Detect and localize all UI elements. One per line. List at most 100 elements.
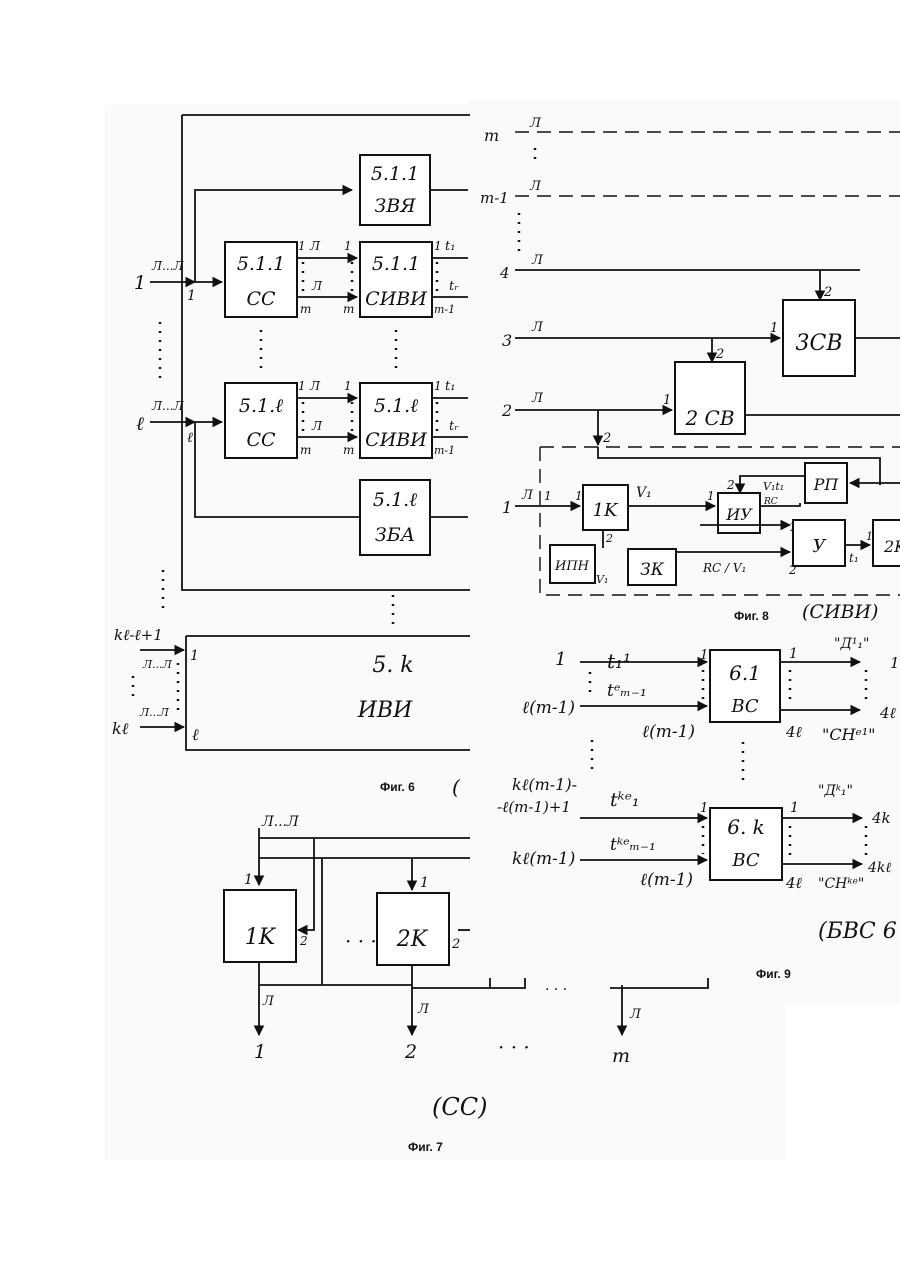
fig8-rc-label: RC xyxy=(763,497,778,507)
fig8-input-4-pulse: Л xyxy=(531,253,544,268)
fig6-sivi1-port-m: m xyxy=(343,302,354,316)
fig8-csv2-label: 2 CB xyxy=(684,406,734,430)
fig6-input-l-pulse: Л...Л xyxy=(151,399,184,413)
fig9-out-4kl: 4kℓ xyxy=(867,860,891,876)
fig7-top-ellipsis: · · · xyxy=(545,982,567,998)
fig6-sivi1-out-m1: m-1 xyxy=(434,303,455,316)
fig6-zvya-number: 5.1.1 xyxy=(371,163,419,185)
fig6-bus-port-1: 1 xyxy=(187,288,196,304)
fig9-chkl: "CHᵏᵉ" xyxy=(818,876,864,892)
fig6-sivi1-out-t1: t₁ xyxy=(445,239,455,254)
fig6-cc1-port-m: m xyxy=(300,302,311,316)
fig6-cc2-label: CC xyxy=(246,429,276,451)
fig6-sivi2-label: СИВИ xyxy=(365,429,427,451)
fig8-input-4: 4 xyxy=(499,264,510,282)
fig8-input-2-pulse: Л xyxy=(531,391,544,406)
fig9-caption: Фиг. 9 xyxy=(756,967,791,981)
fig8-zk-label: ЗК xyxy=(640,560,665,580)
fig9-in-klm1b: -ℓ(m-1)+1 xyxy=(497,798,571,816)
fig8-iu-label: ИУ xyxy=(725,505,753,524)
fig7-k2-port-2: 2 xyxy=(451,937,460,952)
fig8-rc-v1-label: RC / V₁ xyxy=(702,561,746,575)
fig6-ivi-input-1-pulse: Л...Л xyxy=(142,658,173,671)
fig6-sivi2-port-1: 1 xyxy=(344,379,352,393)
fig6-cc1-pulse-top: 1 xyxy=(298,239,306,253)
fig7-k1-port-2: 2 xyxy=(299,934,308,948)
fig6-sivi1-label: СИВИ xyxy=(365,288,427,310)
fig6-ivi-frame xyxy=(186,636,470,750)
fig6-sivi1-out-1: 1 xyxy=(434,239,442,253)
fig8-csv3-port-1: 1 xyxy=(770,321,778,336)
fig7-out-1-label: 1 xyxy=(254,1041,266,1063)
fig8-k2-port-1: 1 xyxy=(866,530,873,543)
fig9-block1-label: BC xyxy=(730,696,759,717)
fig6-sivi2-out-tr: tᵣ xyxy=(449,419,459,434)
fig8-input-3: 3 xyxy=(502,331,512,350)
fig8-ipn-label: ИПН xyxy=(554,559,590,574)
fig8-v1t1-label: V₁t₁ xyxy=(763,480,784,493)
fig8-input-3-pulse: Л xyxy=(531,320,544,335)
fig7-between-dot: · · · xyxy=(345,929,377,953)
fig9-out-4l: 4ℓ xyxy=(879,704,896,722)
fig7-k1-label: 1K xyxy=(245,925,277,950)
fig8-caption: Фиг. 8 xyxy=(734,609,769,623)
fig6-ivi-input-kl-label: kℓ xyxy=(112,719,129,738)
fig9-in-klm1c: kℓ(m-1) xyxy=(512,849,575,869)
fig6-ivi-label: ИВИ xyxy=(357,698,413,723)
fig9-tkl1: tᵏᵉ₁ xyxy=(610,789,640,811)
fig8-iu-port-1: 1 xyxy=(707,489,715,503)
fig8-input-1-pulse: Л xyxy=(521,488,534,503)
fig6-ivi-input-kl-pulse: Л...Л xyxy=(139,706,170,719)
fig8-t1-label: t₁ xyxy=(849,551,859,565)
fig8: 3CB 2 CB 1K ИУ РП У 2K xyxy=(480,116,900,623)
fig9-tklm1: tᵏᵉₘ₋₁ xyxy=(610,835,656,855)
fig7-out-m-pulse: Л xyxy=(629,1007,642,1022)
fig8-frame-port-1: 1 xyxy=(544,489,552,503)
fig8-input-m1-pulse: Л xyxy=(529,179,542,194)
fig9-out-1: 1 xyxy=(890,654,900,672)
fig7-label: (CC) xyxy=(432,1093,487,1121)
fig6-sivi1-port-1: 1 xyxy=(344,239,352,253)
fig8-ipn-v1: V₁ xyxy=(596,573,608,586)
fig6-bus-port-l: ℓ xyxy=(187,430,193,446)
fig7-k2-port-1: 1 xyxy=(420,875,429,891)
fig6-cc1-number: 5.1.1 xyxy=(237,253,285,275)
fig8-csv3-port-2: 2 xyxy=(823,285,832,300)
fig8-u-port-2: 2 xyxy=(788,563,797,577)
fig9-in-1: 1 xyxy=(555,649,566,670)
fig9-block2-out-1: 1 xyxy=(790,800,799,816)
fig9-in-lm1: ℓ(m-1) xyxy=(522,698,575,718)
fig8-u-port-1: 1 xyxy=(789,520,797,534)
fig9-block1-port-1: 1 xyxy=(700,648,708,663)
fig9-block1-lm1: ℓ(m-1) xyxy=(642,722,695,742)
fig7-k1-port-1: 1 xyxy=(244,872,253,888)
fig6-input-l-label: ℓ xyxy=(136,413,144,435)
fig7-k1-feedback xyxy=(298,838,314,930)
fig9-block2-label: BC xyxy=(731,850,760,871)
fig7-out-2-pulse: Л xyxy=(417,1002,430,1017)
fig8-input-m1: m-1 xyxy=(480,189,509,207)
fig6-cc2-pulse-bottom: Л xyxy=(311,419,323,433)
fig9-dk1: "Дᵏ₁" xyxy=(818,783,853,799)
fig8-label: (СИВИ) xyxy=(802,601,878,623)
fig6-bracket: ( xyxy=(452,775,461,799)
fig8-iu-port-2: 2 xyxy=(726,478,735,492)
fig6-ivi-number: 5. k xyxy=(372,653,413,678)
fig8-k1-port-2: 2 xyxy=(605,532,613,545)
fig6-sivi2-number: 5.1.ℓ xyxy=(374,395,418,417)
fig7-k2-link xyxy=(412,978,525,988)
fig8-csv3-label: 3CB xyxy=(796,331,843,356)
fig9-out-4k: 4k xyxy=(871,809,891,827)
fig8-csv2-port-2: 2 xyxy=(715,347,724,362)
fig9-in-klm1: kℓ(m-1)- xyxy=(512,775,577,794)
fig6-zvya-label: ЗВЯ xyxy=(374,195,416,217)
fig9-block1-number: 6.1 xyxy=(729,661,761,685)
fig8-input-2: 2 xyxy=(501,401,512,420)
fig7-out-2-label: 2 xyxy=(404,1041,417,1063)
fig8-csv2-port-1: 1 xyxy=(663,393,671,408)
fig6-cc1-label: CC xyxy=(246,288,276,310)
fig9-label: (БВС 6 xyxy=(818,919,897,944)
fig7-caption: Фиг. 7 xyxy=(408,1140,443,1154)
